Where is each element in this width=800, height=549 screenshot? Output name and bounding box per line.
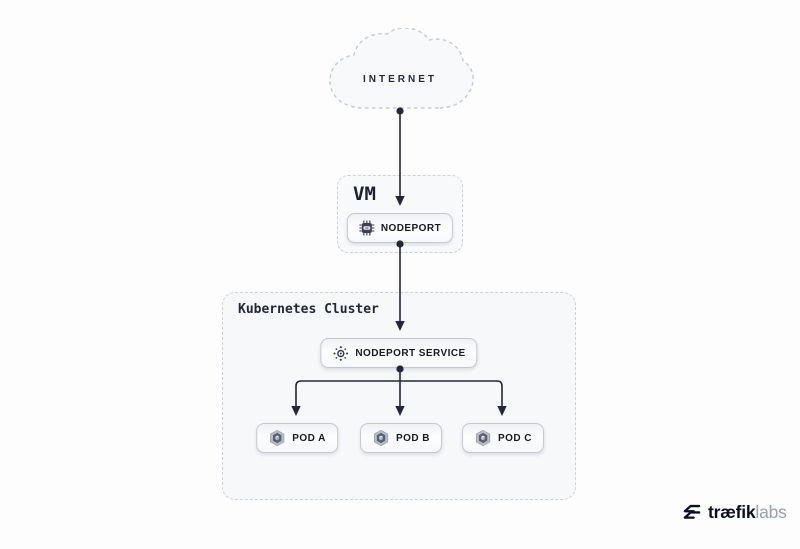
pod-c-badge: POD C	[462, 423, 544, 453]
brand-name: træfik	[708, 501, 756, 522]
nodeport-badge: NODEPORT	[346, 213, 454, 243]
pod-hexagon-icon	[475, 429, 491, 447]
traefik-logo-icon	[683, 504, 701, 519]
pod-b-label: POD B	[396, 432, 430, 444]
traefik-labs-logo: træfiklabs	[681, 501, 787, 523]
brand-suffix: labs	[755, 501, 787, 522]
service-hub-icon	[333, 345, 349, 361]
nodeport-service-badge: NODEPORT SERVICE	[320, 338, 478, 368]
cloud-shape-icon	[329, 28, 474, 109]
kubernetes-cluster-box: Kubernetes Cluster NODEPORT SERVICE	[222, 292, 576, 500]
pod-a-badge: POD A	[256, 423, 338, 453]
pod-hexagon-icon	[373, 429, 389, 447]
internet-label: INTERNET	[363, 74, 437, 85]
brand-wordmark: træfiklabs	[708, 502, 787, 523]
vm-label: VM	[353, 183, 376, 205]
pod-a-label: POD A	[292, 432, 326, 444]
pod-hexagon-icon	[270, 429, 285, 447]
cluster-label: Kubernetes Cluster	[238, 302, 379, 317]
pod-b-badge: POD B	[360, 423, 442, 453]
vm-box: VM NODEPORT	[337, 175, 463, 253]
pod-c-label: POD C	[498, 432, 532, 444]
cpu-chip-icon	[359, 220, 375, 236]
internet-cloud: INTERNET	[320, 28, 480, 122]
nodeport-service-label: NODEPORT SERVICE	[355, 347, 466, 359]
nodeport-label: NODEPORT	[380, 222, 442, 234]
